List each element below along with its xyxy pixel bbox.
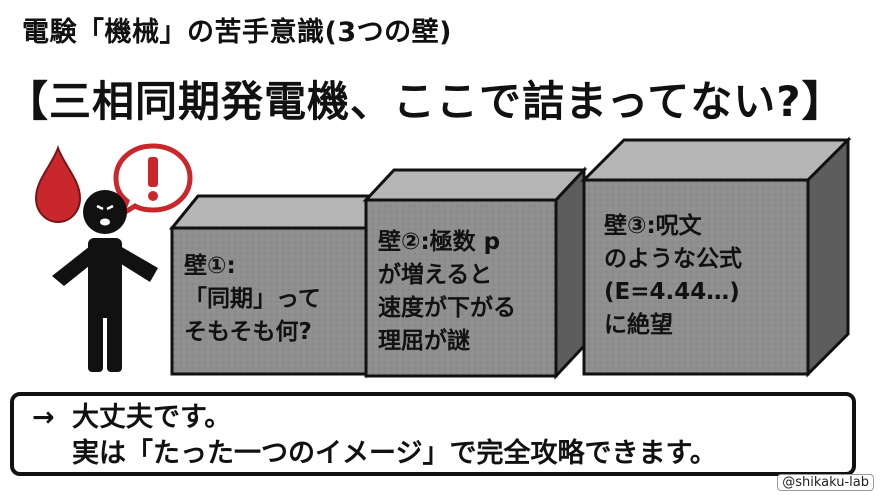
reassurance-callout: → 大丈夫です。 実は「たった一つのイメージ」で完全攻略できます。 — [10, 392, 856, 476]
subtitle: 電験「機械」の苦手意識(3つの壁) — [22, 17, 452, 48]
callout-line-2: 実は「たった一つのイメージ」で完全攻略できます。 — [72, 438, 717, 469]
page-title: 【三相同期発電機、ここで詰まってない?】 — [6, 77, 845, 126]
callout-line-1: 大丈夫です。 — [72, 402, 232, 433]
wall-2-label: 壁②:極数 p が増えると 速度が下がる 理屈が謎 — [378, 229, 516, 354]
credit-tag: @shikaku-lab — [777, 474, 874, 491]
wall-2-block — [362, 166, 588, 380]
wall-3-block — [580, 136, 852, 378]
wall-1-label: 壁①: 「同期」って そもそも何? — [184, 253, 321, 345]
worried-person-icon — [52, 190, 158, 372]
drop-icon — [34, 145, 82, 224]
wall-3-label: 壁③:呪文 のような公式 (E=4.44…) に絶望 — [604, 213, 742, 338]
arrow-icon: → — [32, 402, 55, 433]
exclamation-icon — [113, 143, 193, 221]
